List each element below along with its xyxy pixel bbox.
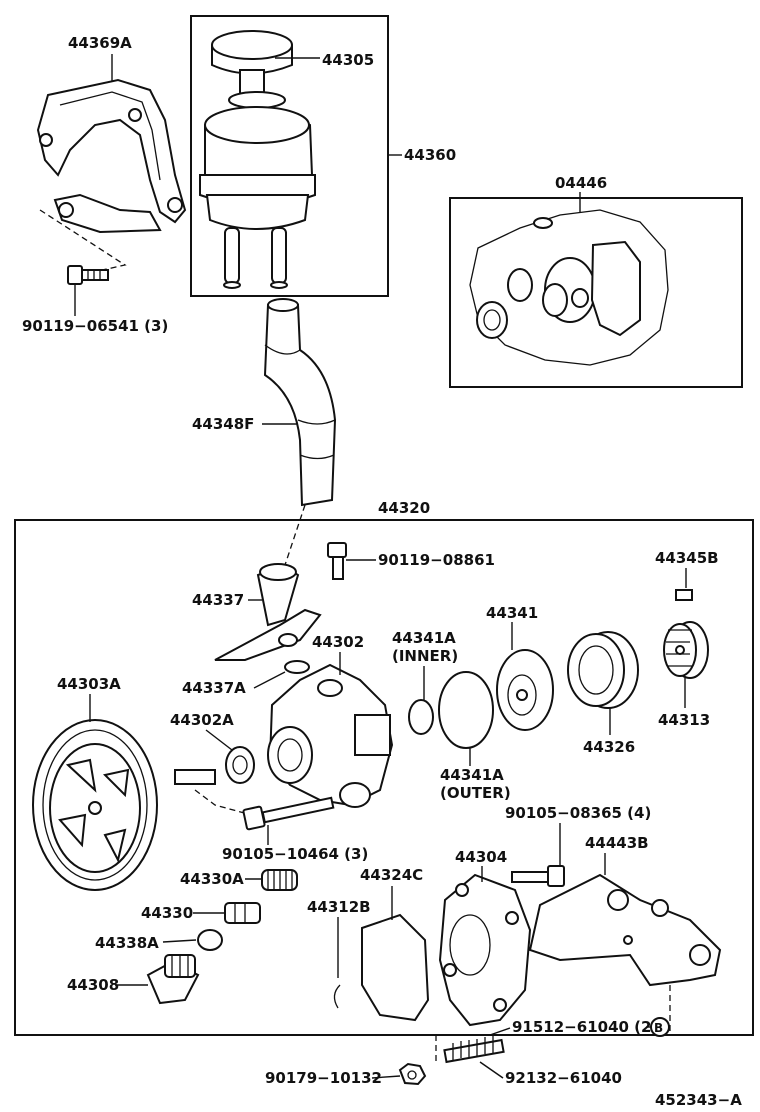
label-outer: (OUTER) bbox=[440, 784, 511, 802]
label-44312B: 44312B bbox=[307, 898, 371, 916]
stud-icon bbox=[443, 1036, 505, 1064]
label-04446: 04446 bbox=[555, 174, 607, 192]
label-44337A: 44337A bbox=[182, 679, 246, 697]
label-inner: (INNER) bbox=[392, 647, 458, 665]
seal-44302A bbox=[225, 746, 255, 784]
label-44345B: 44345B bbox=[655, 549, 719, 567]
union-44337 bbox=[214, 563, 322, 661]
o-ring-inner-44341A bbox=[408, 699, 434, 735]
snap-ring-44312B bbox=[333, 984, 341, 1009]
label-44443B: 44443B bbox=[585, 834, 649, 852]
valve-44330 bbox=[224, 902, 261, 924]
bolt-icon bbox=[327, 542, 347, 580]
label-44330: 44330 bbox=[141, 904, 193, 922]
hose-44348F bbox=[263, 298, 337, 507]
label-44326: 44326 bbox=[583, 738, 635, 756]
diagram-reference-number: 452343−A bbox=[655, 1091, 742, 1109]
cover-44304 bbox=[438, 873, 532, 1027]
reservoir-cap-44305 bbox=[211, 30, 293, 99]
o-ring-outer-44341A bbox=[438, 671, 494, 749]
label-44338A: 44338A bbox=[95, 934, 159, 952]
label-91512-61040: 91512−61040 (2) bbox=[512, 1018, 658, 1036]
bolt-icon bbox=[67, 265, 109, 285]
label-44305: 44305 bbox=[322, 51, 374, 69]
key-44345B bbox=[675, 589, 693, 601]
label-44341A-outer: 44341A bbox=[440, 766, 504, 784]
bracket-44443B bbox=[528, 873, 722, 987]
cam-ring-44326 bbox=[567, 631, 639, 709]
pulley-icon bbox=[32, 719, 216, 891]
label-90105-08365: 90105−08365 (4) bbox=[505, 804, 651, 822]
label-90105-10464: 90105−10464 (3) bbox=[222, 845, 368, 863]
bolt-icon bbox=[511, 865, 565, 887]
label-b-marker: B bbox=[654, 1021, 663, 1035]
reservoir-44360 bbox=[199, 91, 316, 289]
label-44302: 44302 bbox=[312, 633, 364, 651]
gasket-44324C bbox=[361, 913, 430, 1022]
label-44303A: 44303A bbox=[57, 675, 121, 693]
rotor-44313 bbox=[663, 621, 709, 679]
o-ring-icon bbox=[197, 929, 223, 951]
reservoir-group-frame bbox=[190, 15, 389, 297]
spring-44330A bbox=[261, 869, 298, 891]
fitting-44308 bbox=[146, 954, 200, 1005]
pump-assembly-frame bbox=[14, 519, 754, 1036]
plate-44341 bbox=[496, 649, 554, 731]
label-44360: 44360 bbox=[404, 146, 456, 164]
label-44304: 44304 bbox=[455, 848, 507, 866]
bolt-icon bbox=[242, 796, 335, 831]
label-44320: 44320 bbox=[378, 499, 430, 517]
label-44302A: 44302A bbox=[170, 711, 234, 729]
nut-icon bbox=[398, 1062, 427, 1086]
label-44324C: 44324C bbox=[360, 866, 423, 884]
label-90179-10132: 90179−10132 bbox=[265, 1069, 382, 1087]
o-ring-icon bbox=[284, 660, 310, 674]
label-44308: 44308 bbox=[67, 976, 119, 994]
label-44369A: 44369A bbox=[68, 34, 132, 52]
label-90119-06541: 90119−06541 (3) bbox=[22, 317, 168, 335]
label-44341A-inner: 44341A bbox=[392, 629, 456, 647]
label-92132-61040: 92132−61040 bbox=[505, 1069, 622, 1087]
label-44341: 44341 bbox=[486, 604, 538, 622]
label-44348F: 44348F bbox=[192, 415, 254, 433]
pump-housing-44302 bbox=[267, 663, 394, 808]
bracket-44369A bbox=[36, 78, 187, 234]
label-44313: 44313 bbox=[658, 711, 710, 729]
gasket-kit-04446 bbox=[469, 209, 669, 366]
gasket-kit-frame bbox=[449, 197, 743, 388]
label-44330A: 44330A bbox=[180, 870, 244, 888]
label-90119-08861: 90119−08861 bbox=[378, 551, 495, 569]
label-44337: 44337 bbox=[192, 591, 244, 609]
